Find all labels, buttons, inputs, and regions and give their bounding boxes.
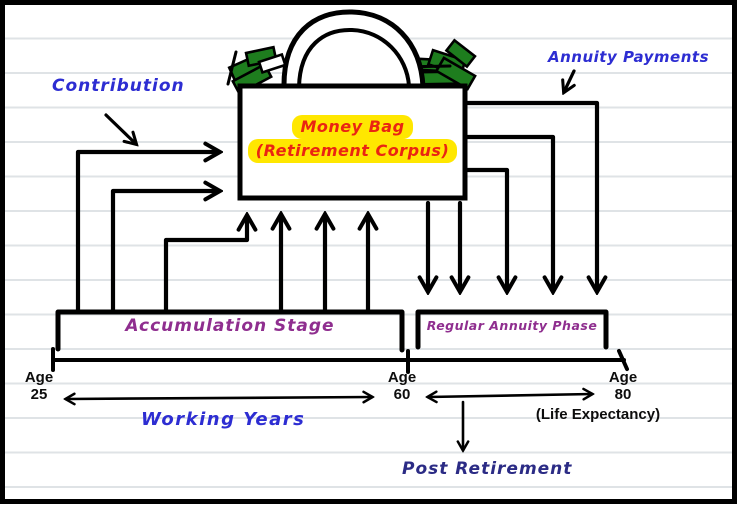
bag-handle-inner [297,27,411,89]
life-expectancy-label: (Life Expectancy) [535,406,661,423]
accumulation-stage-label: Accumulation Stage [125,316,335,336]
money-bill [257,52,287,75]
annuity-arrow-3 [460,167,507,291]
age-60-label: Age 60 [379,369,425,403]
age-word: Age [608,369,638,386]
age-value: 25 [30,386,48,403]
working-years-label: Working Years [141,409,306,430]
regular-annuity-phase-label: Regular Annuity Phase [426,318,598,333]
money-bag-caption: Money Bag (Retirement Corpus) [240,115,465,163]
bag-handle-outer [281,9,426,91]
money-bag-subtitle: (Retirement Corpus) [247,139,458,163]
contribution-pointer-arrow [104,113,136,144]
age-25-label: Age 25 [16,369,62,403]
contribution-arrow-1 [75,152,219,314]
contribution-arrow-2 [110,191,219,314]
money-bill [444,38,477,69]
age-word: Age [24,369,54,386]
age-value: 80 [614,386,632,403]
working-years-span-arrow [66,397,372,399]
annuity-pointer-arrow [564,69,574,92]
accumulation-stage-bracket [55,309,405,353]
annuity-arrow-1 [461,100,597,291]
money-bag-title: Money Bag [292,115,413,139]
contribution-arrow-3 [163,216,247,314]
annuity-arrow-2 [461,134,553,291]
post-retirement-span-arrow [428,394,592,397]
money-scribble [226,50,238,86]
timeline-tick-80 [617,349,629,371]
age-80-label: Age 80 [600,369,646,403]
age-value: 60 [393,386,411,403]
contribution-label: Contribution [52,76,185,96]
post-retirement-label: Post Retirement [402,459,573,479]
regular-annuity-bracket [415,309,609,350]
money-bag-icon [226,9,477,201]
annuity-payments-label: Annuity Payments [548,48,710,66]
age-word: Age [387,369,417,386]
